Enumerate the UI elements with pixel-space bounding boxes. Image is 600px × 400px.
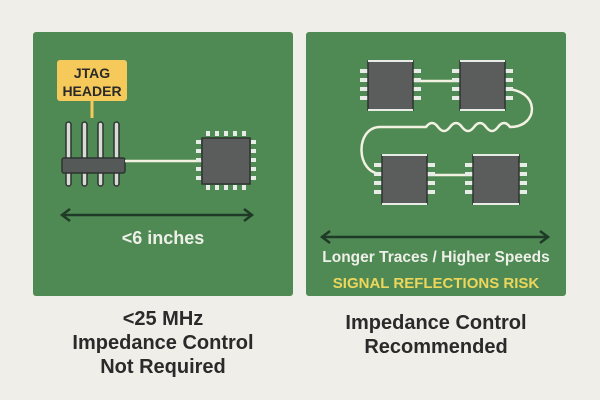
chip-icon <box>196 131 256 190</box>
distance-arrow-long <box>319 230 551 244</box>
label-line2: HEADER <box>62 83 121 99</box>
label-line1: JTAG <box>74 65 110 81</box>
distance-label: <6 inches <box>122 228 205 248</box>
right-caption: Impedance Control Recommended <box>345 312 526 358</box>
caption-not-required: Not Required <box>100 356 226 378</box>
left-pcb-panel: JTAG HEADER <6 inches <box>33 32 293 296</box>
right-pcb-panel: Longer Traces / Higher Speeds SIGNAL REF… <box>306 32 566 296</box>
left-caption: <25 MHz Impedance Control Not Required <box>72 308 253 378</box>
chip-icon-2 <box>452 60 513 111</box>
caption-impedance: Impedance Control <box>72 332 253 354</box>
caption-impedance-right: Impedance Control <box>345 312 526 334</box>
chip-icon-3 <box>374 154 435 205</box>
jtag-header-icon <box>61 121 126 187</box>
distance-label-long: Longer Traces / Higher Speeds <box>322 249 549 266</box>
chip-icon-4 <box>465 154 527 205</box>
caption-recommended: Recommended <box>364 336 507 358</box>
warning-label: SIGNAL REFLECTIONS RISK <box>333 275 540 292</box>
caption-frequency: <25 MHz <box>123 308 204 330</box>
chip-icon-1 <box>360 60 421 111</box>
jtag-header-label: JTAG HEADER <box>57 60 127 118</box>
distance-arrow <box>59 208 255 222</box>
